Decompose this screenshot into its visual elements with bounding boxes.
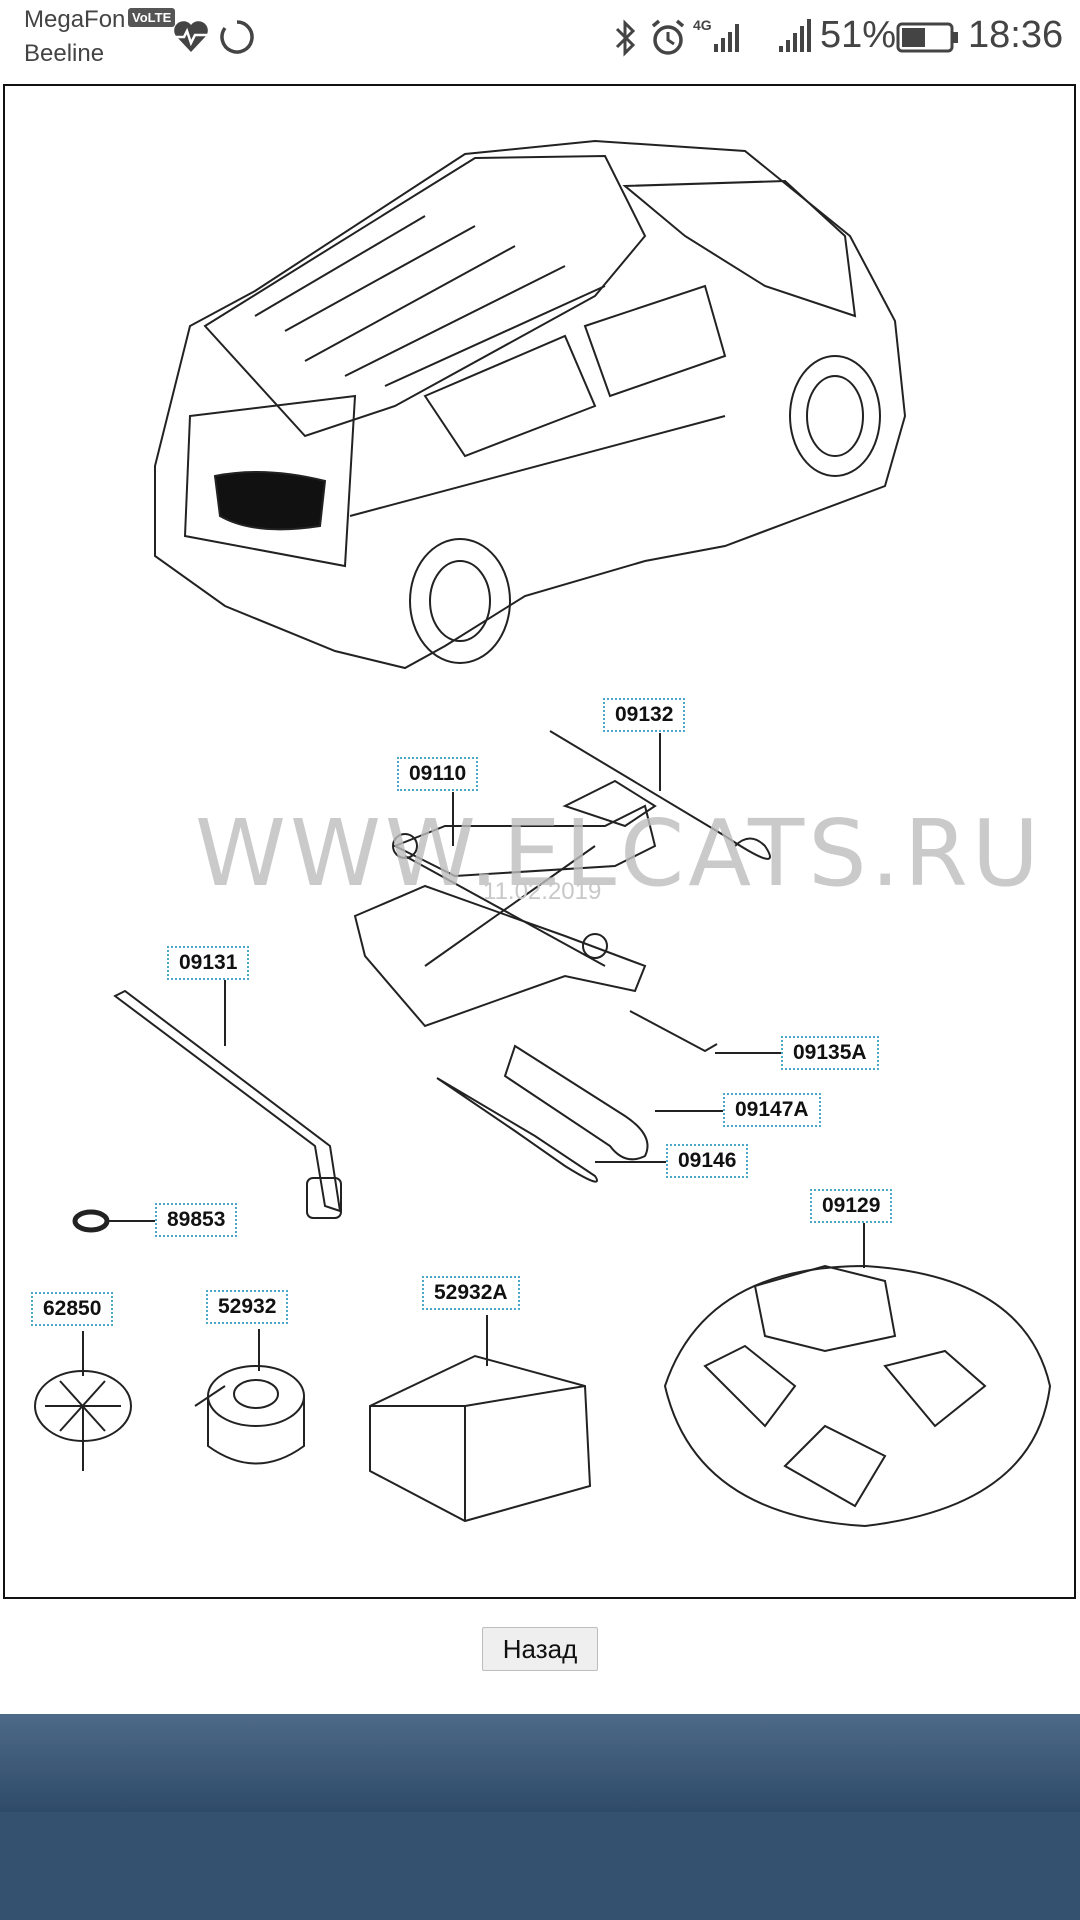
part-label-89853[interactable]: 89853 [155,1203,238,1237]
part-label-62850[interactable]: 62850 [31,1292,114,1326]
screwdriver-illustration [436,1077,598,1183]
jack-handle-illustration [549,730,771,860]
battery-percent: 51% [820,14,897,56]
footer-band [0,1714,1080,1812]
signal-icon: 4G [693,17,739,52]
watermark: WWW.ELCATS.RU [195,800,1044,907]
part-label-09129[interactable]: 09129 [810,1189,893,1223]
tool-tray-illustration [663,1264,1052,1528]
part-label-09131[interactable]: 09131 [167,946,250,980]
part-label-09146[interactable]: 09146 [666,1144,749,1178]
washer-illustration [72,1209,110,1233]
clock: 18:36 [968,14,1064,56]
sync-icon [220,20,254,54]
parts-diagram: WWW.ELCATS.RU 11.02.2019 09132 09110 091… [3,84,1076,1599]
car-illustration [154,139,907,670]
watermark-date: 11.02.2019 [483,878,602,905]
wheel-wrench-illustration [113,989,342,1213]
bluetooth-icon [615,19,636,57]
part-label-09147A[interactable]: 09147A [723,1093,821,1127]
network-type-label: 4G [693,17,712,33]
heart-rate-icon [174,21,208,52]
carrier-beeline: Beeline [24,40,105,67]
footer [0,1812,1080,1920]
bracket-illustration [34,1370,132,1471]
part-label-52932A[interactable]: 52932A [422,1276,520,1310]
alarm-icon [651,19,685,55]
compressor-reel-illustration [194,1365,305,1465]
repair-kit-illustration [369,1354,592,1523]
part-label-52932[interactable]: 52932 [206,1290,289,1324]
back-button[interactable]: Назад [482,1627,598,1671]
part-label-09110[interactable]: 09110 [397,757,479,791]
part-label-09135A[interactable]: 09135A [781,1036,879,1070]
jack-illustration [353,779,657,1028]
volte-badge: VoLTE [128,8,176,27]
status-bar: MegaFon VoLTE Beeline 4G 51% 18:36 [0,0,1080,84]
spanner-illustration [629,1010,718,1053]
carrier-megafon: MegaFon [24,6,126,33]
battery-icon [896,22,958,53]
signal-icon-sim2 [779,19,811,52]
socket-tool-illustration [503,1044,649,1161]
part-label-09132[interactable]: 09132 [603,698,686,732]
parts-illustration [34,139,1052,1528]
